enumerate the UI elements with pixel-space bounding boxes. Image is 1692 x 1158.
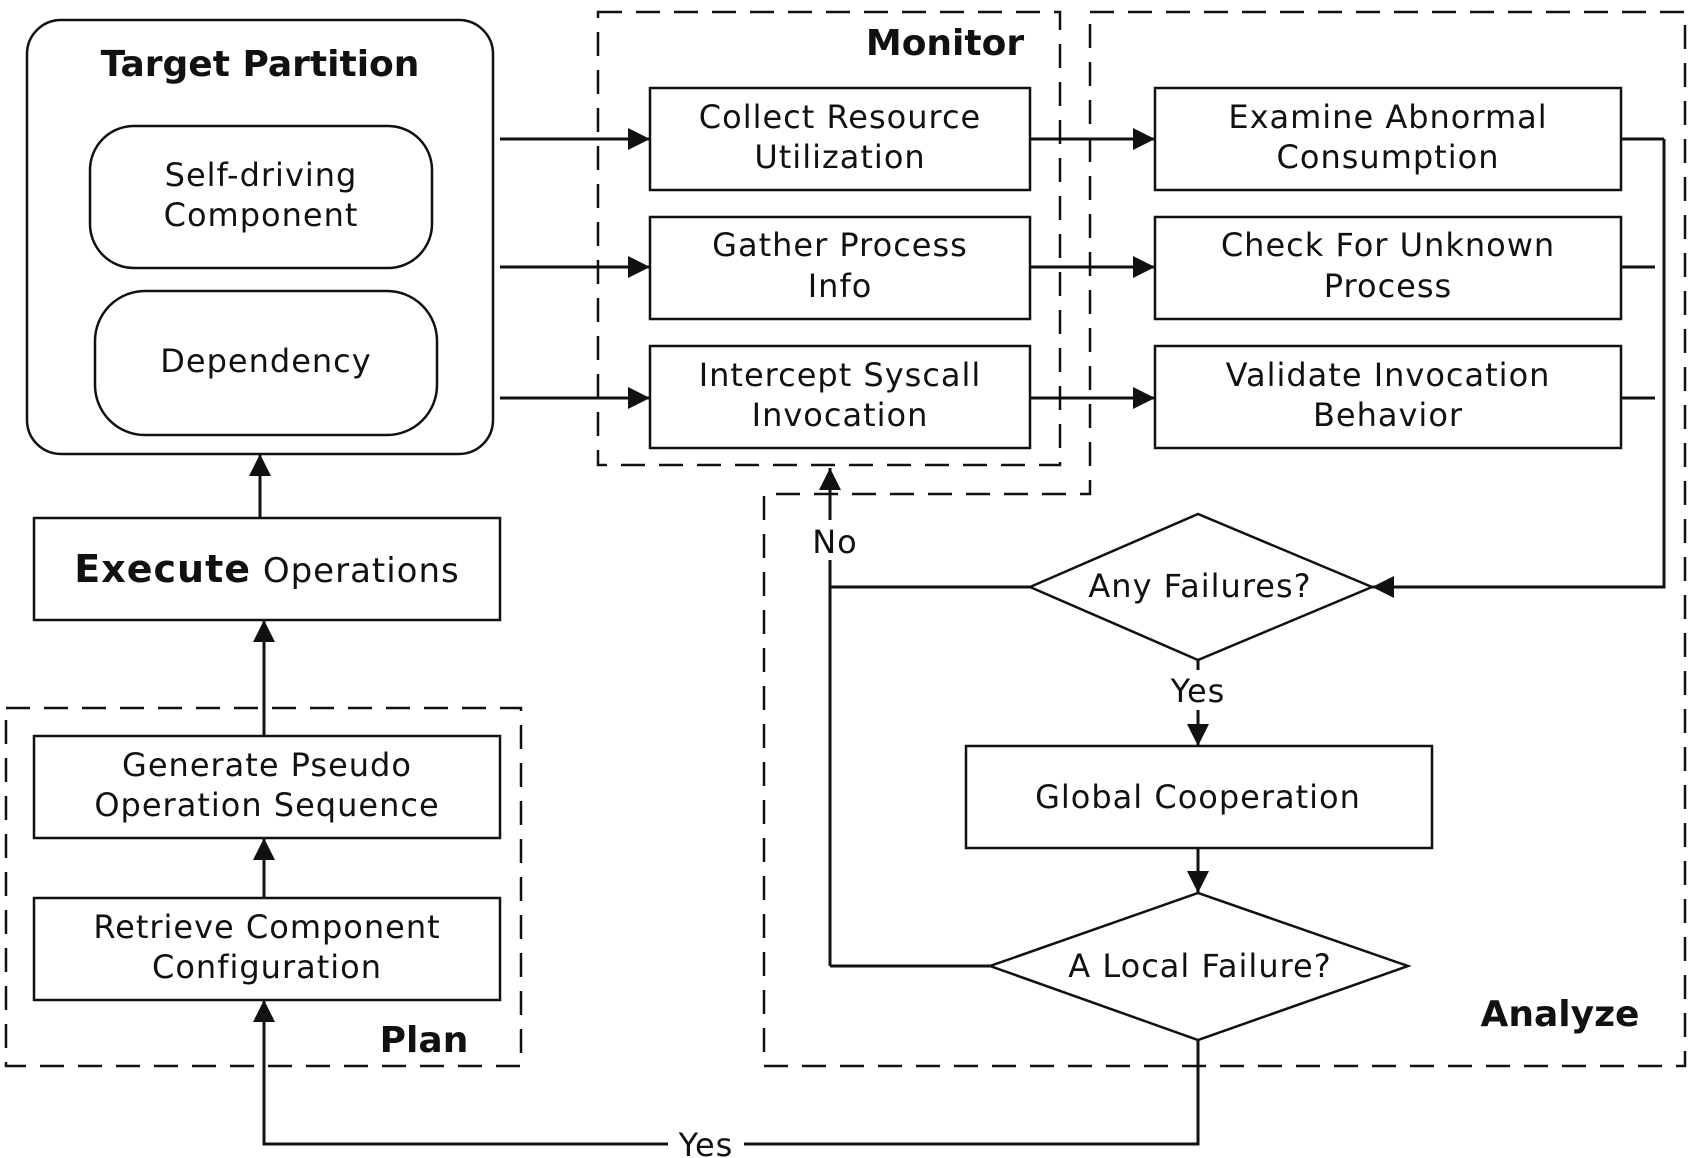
global-cooperation-box [964,744,1434,850]
check-unknown-process-label-2: Process [1324,267,1452,305]
collect-resource-label-2: Utilization [754,138,925,176]
self-driving-label-1: Self-driving [165,156,358,194]
intercept-syscall-box [648,344,1032,450]
yes-label-bg [1160,670,1236,710]
intercept-syscall-label-1: Intercept Syscall [699,356,982,394]
edge-label-yes-bottom: Yes [678,1126,734,1158]
generate-pseudo-box [32,734,502,840]
dependency-label: Dependency [160,342,371,380]
collect-resource-label-1: Collect Resource [699,98,981,136]
examine-abnormal-box [1153,86,1623,192]
edge-label-no: No [812,523,858,561]
check-unknown-process-box [1153,215,1623,321]
collect-resource-box [648,86,1032,192]
target-partition-title: Target Partition [101,44,420,85]
analyze-region [762,10,1687,1068]
execute-operations-box [32,516,502,622]
no-label-bg [800,520,860,560]
execute-rest: Operations [251,551,460,591]
dependency-box [93,289,439,437]
execute-operations-label: Execute Operations [74,547,460,591]
gather-process-label-1: Gather Process [712,226,968,264]
analyze-title: Analyze [1481,994,1640,1035]
gather-process-label-2: Info [808,267,873,305]
edge-label-yes-down: Yes [1170,672,1226,710]
yes-bottom-label-bg [668,1126,744,1158]
plan-region [4,706,523,1068]
monitor-region [596,10,1062,467]
retrieve-component-label-1: Retrieve Component [93,908,440,946]
retrieve-component-label-2: Configuration [152,948,382,986]
examine-abnormal-label-1: Examine Abnormal [1228,98,1547,136]
check-unknown-process-label-1: Check For Unknown [1221,226,1555,264]
generate-pseudo-label-2: Operation Sequence [94,786,439,824]
arrow-bus-to-any-failures [1372,139,1666,598]
local-failure-label: A Local Failure? [1068,947,1331,985]
examine-abnormal-label-2: Consumption [1277,138,1500,176]
gather-process-box [648,215,1032,321]
any-failures-label: Any Failures? [1088,567,1311,605]
self-driving-component-box [88,124,434,270]
execute-bold: Execute [74,547,251,591]
intercept-syscall-label-2: Invocation [752,396,929,434]
generate-pseudo-label-1: Generate Pseudo [122,746,412,784]
self-driving-label-2: Component [164,196,359,234]
plan-title: Plan [380,1020,469,1061]
local-failure-decision [986,891,1412,1042]
retrieve-component-box [32,896,502,1002]
monitor-title: Monitor [866,23,1024,64]
global-cooperation-label: Global Cooperation [1035,778,1361,816]
validate-invocation-label-2: Behavior [1313,396,1463,434]
validate-invocation-label-1: Validate Invocation [1226,356,1551,394]
